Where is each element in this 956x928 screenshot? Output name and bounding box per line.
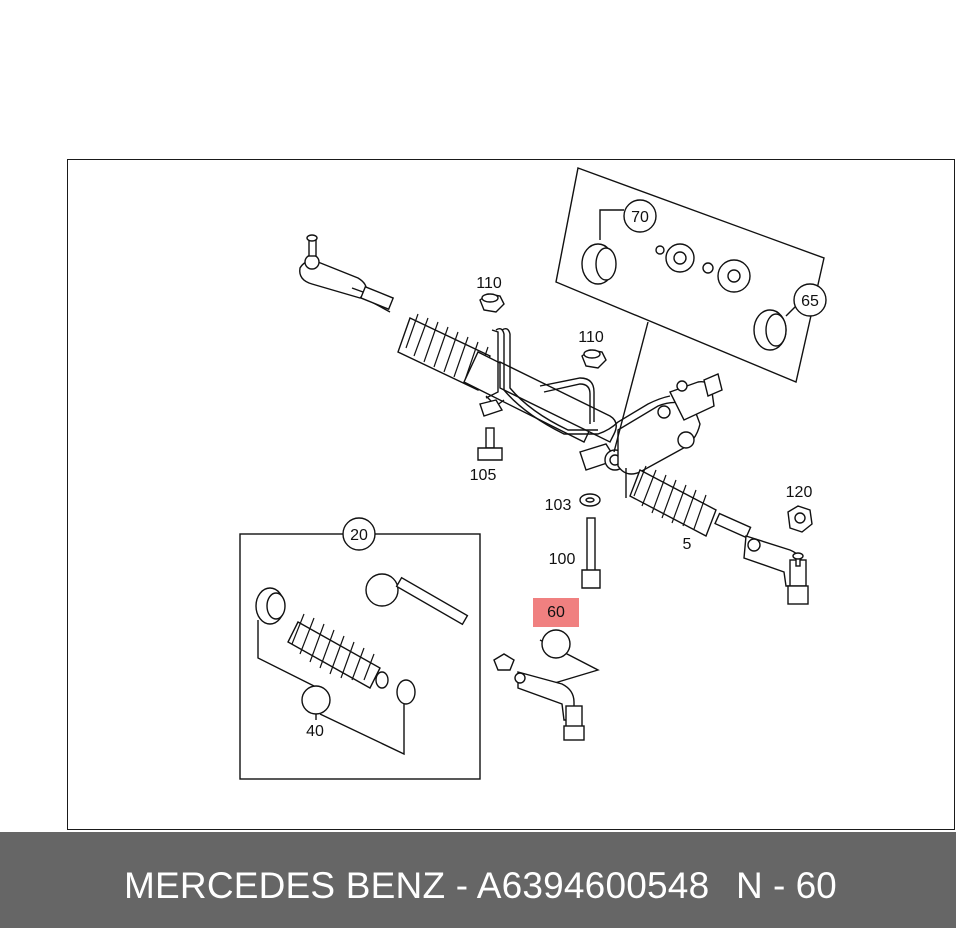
seal-kit-detail [555,167,825,453]
footer-bar: MERCEDES BENZ - A6394600548 N - 60 [0,832,956,928]
label-110-right: 110 [578,329,604,346]
label-60: 60 [547,604,565,621]
label-5: 5 [683,536,692,553]
diagram-reference: N - 60 [736,865,837,906]
label-105: 105 [470,467,497,484]
label-100: 100 [549,551,576,568]
repair-kit-20 [239,533,481,780]
callout-labels: 70 65 110 110 105 103 100 5 120 20 40 60 [306,209,819,740]
label-70: 70 [631,209,649,226]
label-120: 120 [786,484,813,501]
label-40: 40 [306,723,324,740]
callout-circle-65 [793,283,827,317]
label-110-top: 110 [476,275,502,292]
callout-highlight [533,598,579,627]
fasteners [477,293,813,589]
callout-circles [342,199,827,551]
label-103: 103 [545,497,572,514]
steering-rack [299,234,809,605]
label-65: 65 [801,293,819,310]
tie-rod-end-60 [493,629,600,741]
callout-circle-20 [342,517,376,551]
label-20: 20 [350,527,368,544]
part-number-title: MERCEDES BENZ - A6394600548 [124,865,710,906]
parts-diagram: 70 65 110 110 105 103 100 5 120 20 40 60 [239,167,827,780]
diagram-frame [67,159,955,830]
callout-circle-70 [623,199,657,233]
